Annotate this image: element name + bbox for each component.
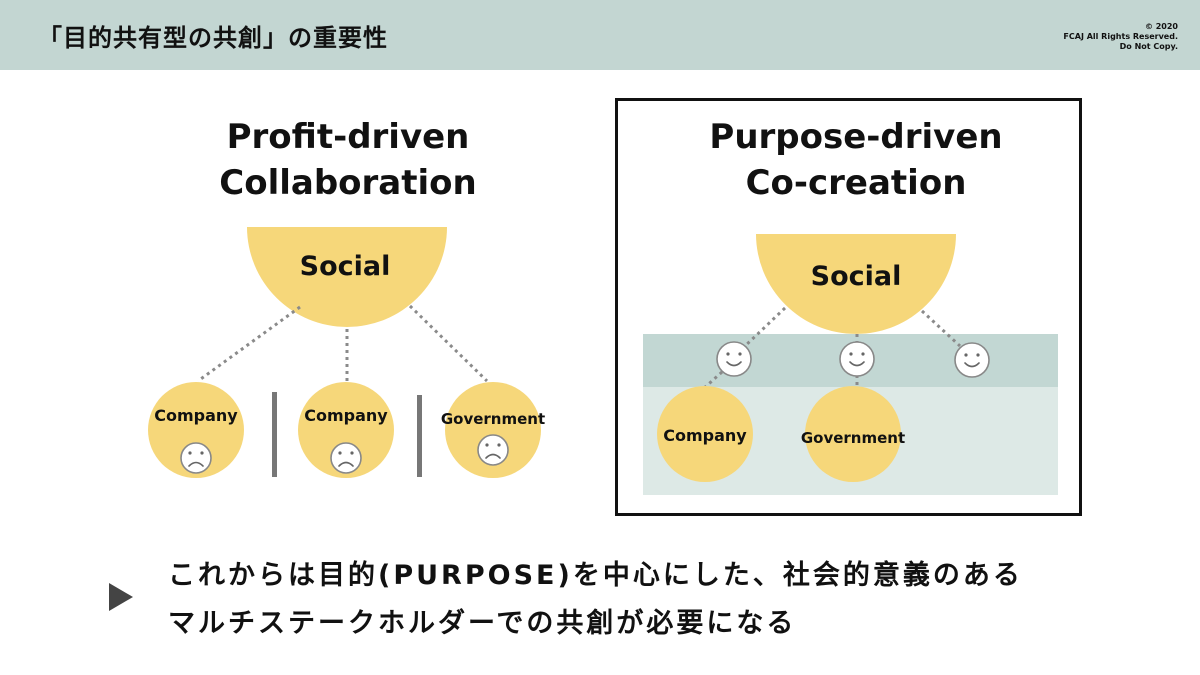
government-node	[445, 382, 541, 478]
node-label: Company	[663, 426, 747, 445]
smiley-face-icon	[716, 341, 752, 377]
social-semicircle	[756, 234, 956, 334]
sad-face-icon	[180, 442, 212, 474]
social-label: Social	[811, 261, 902, 292]
government-node	[805, 386, 901, 482]
copyright-notice: © 2020 FCAJ All Rights Reserved. Do Not …	[1063, 22, 1178, 52]
copyright-line: Do Not Copy.	[1119, 42, 1178, 51]
dotted-connector	[920, 309, 962, 348]
purpose-driven-frame	[615, 98, 1082, 516]
dotted-connector	[197, 305, 301, 383]
message-line: これからは目的(PURPOSE)を中心にした、社会的意義のある	[168, 560, 1023, 591]
purpose-driven-diagram: Social Company Government	[643, 234, 1058, 495]
smiley-face-icon	[954, 342, 990, 378]
dotted-connector	[408, 304, 489, 383]
copyright-line: © 2020	[1144, 22, 1178, 31]
copyright-line: FCAJ All Rights Reserved.	[1063, 32, 1178, 41]
purpose-driven-title: Purpose-driven Co-creation	[656, 114, 1056, 206]
message-line: マルチステークホルダーでの共創が必要になる	[168, 608, 797, 639]
social-label: Social	[300, 251, 391, 282]
header-bar: 「目的共有型の共創」の重要性 © 2020 FCAJ All Rights Re…	[0, 0, 1200, 70]
node-label: Government	[441, 410, 545, 428]
key-message: これからは目的(PURPOSE)を中心にした、社会的意義のある マルチステークホ…	[168, 552, 1023, 648]
title-line: Profit-driven	[226, 117, 470, 157]
separator-bar	[272, 392, 277, 477]
company-node	[148, 382, 244, 478]
smiley-face-icon	[839, 341, 875, 377]
title-line: Collaboration	[219, 163, 477, 203]
social-semicircle	[247, 227, 447, 327]
profit-driven-title: Profit-driven Collaboration	[148, 114, 548, 206]
page-title: 「目的共有型の共創」の重要性	[38, 24, 388, 52]
node-label: Government	[801, 429, 905, 447]
node-label: Company	[304, 406, 388, 425]
profit-driven-diagram: Social Company Company Government	[148, 227, 545, 478]
bullet-triangle-icon	[109, 583, 133, 611]
title-line: Purpose-driven	[709, 117, 1003, 157]
title-line: Co-creation	[745, 163, 967, 203]
company-node	[657, 386, 753, 482]
separator-bar	[417, 395, 422, 477]
sad-face-icon	[477, 434, 509, 466]
node-label: Company	[154, 406, 238, 425]
company-node	[298, 382, 394, 478]
sad-face-icon	[330, 442, 362, 474]
dotted-connector	[743, 306, 787, 348]
